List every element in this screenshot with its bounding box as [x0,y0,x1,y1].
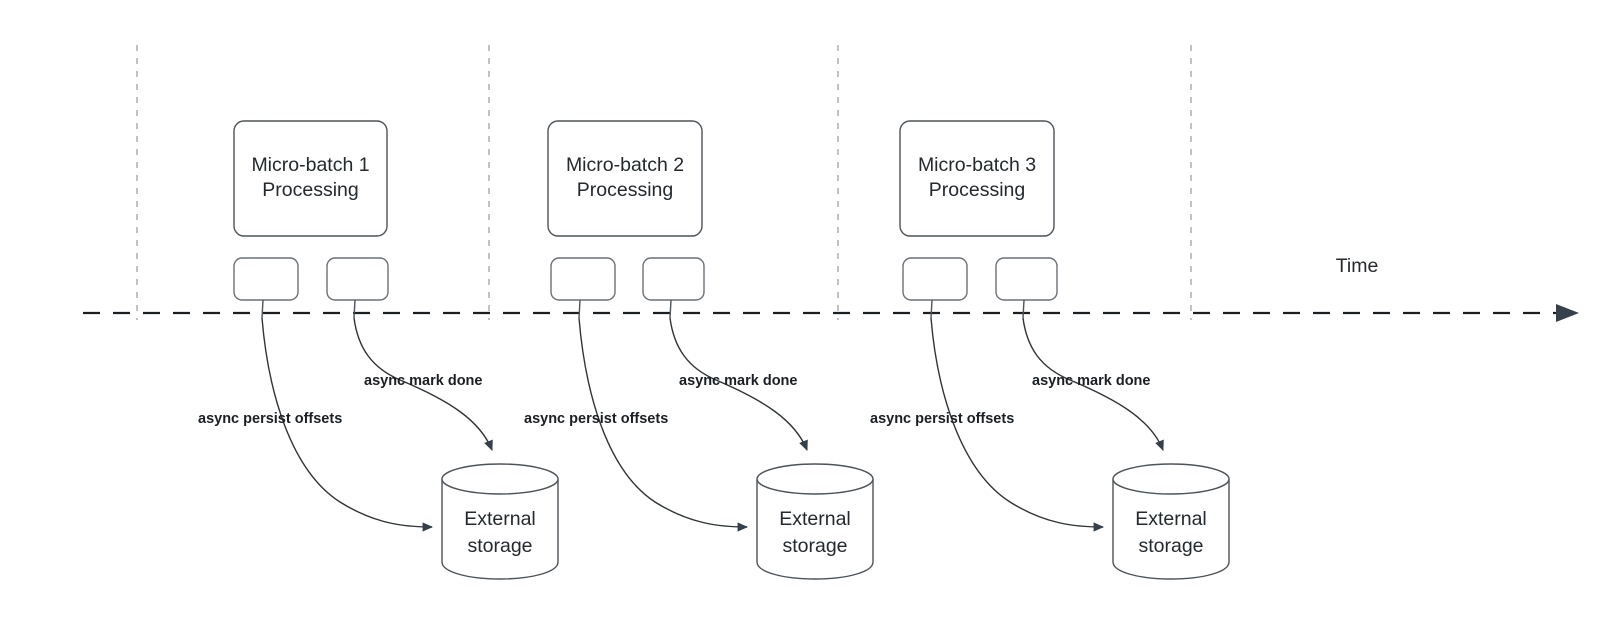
group-3-persist-stem [930,299,933,319]
micro-batch-1-label-line2: Processing [262,179,358,201]
group-2-mark-done-label: async mark done [679,373,797,389]
group-1: Micro-batch 1 Processing async mark done… [198,120,559,580]
group-2-storage-label-line2: storage [782,535,847,557]
micro-batch-1-box[interactable] [233,120,388,237]
group-3-persist-offsets-label: async persist offsets [870,411,1014,427]
group-3-storage-label-line1: External [1135,508,1207,530]
group-1-persist-offsets-task[interactable] [233,257,299,301]
time-axis-label: Time [1336,255,1379,277]
group-2-markdone-stem [669,299,672,319]
group-2-persist-offsets-arrow [578,317,749,532]
group-1-external-storage[interactable]: External storage [441,463,559,580]
group-1-storage-label-line2: storage [467,535,532,557]
group-3-markdone-stem [1022,299,1025,319]
group-1-mark-done-arrow [353,317,493,451]
micro-batch-2-label-line2: Processing [577,179,673,201]
timeline-arrowhead [1556,304,1579,322]
group-3-persist-offsets-arrow [930,317,1105,532]
micro-batch-2-label-line1: Micro-batch 2 [566,154,684,176]
micro-batch-3-label-line2: Processing [929,179,1025,201]
group-3-mark-done-label: async mark done [1032,373,1150,389]
group-2-external-storage[interactable]: External storage [756,463,874,580]
group-1-mark-done-task[interactable] [326,257,389,301]
group-2-mark-done-task[interactable] [642,257,705,301]
group-2-storage-label-line1: External [779,508,851,530]
group-3-storage-label-line2: storage [1138,535,1203,557]
group-2-persist-offsets-task[interactable] [550,257,616,301]
group-3-persist-offsets-task[interactable] [902,257,968,301]
group-1-persist-offsets-label: async persist offsets [198,411,342,427]
group-2: Micro-batch 2 Processing async mark done… [524,120,874,580]
group-2-persist-offsets-label: async persist offsets [524,411,668,427]
time-axis: Time [83,255,1579,322]
group-1-mark-done-label: async mark done [364,373,482,389]
group-3-mark-done-task[interactable] [995,257,1058,301]
micro-batch-2-box[interactable] [547,120,703,237]
group-1-storage-label-line1: External [464,508,536,530]
group-3: Micro-batch 3 Processing async mark done… [870,120,1230,580]
group-3-mark-done-arrow [1022,317,1164,451]
group-1-markdone-stem [353,299,356,319]
micro-batch-3-label-line1: Micro-batch 3 [918,154,1036,176]
group-3-external-storage[interactable]: External storage [1112,463,1230,580]
micro-batch-3-box[interactable] [899,120,1055,237]
group-1-persist-stem [261,299,264,319]
group-2-mark-done-arrow [669,317,808,451]
micro-batch-1-label-line1: Micro-batch 1 [251,154,369,176]
group-1-persist-offsets-arrow [261,317,434,532]
group-2-persist-stem [578,299,581,319]
